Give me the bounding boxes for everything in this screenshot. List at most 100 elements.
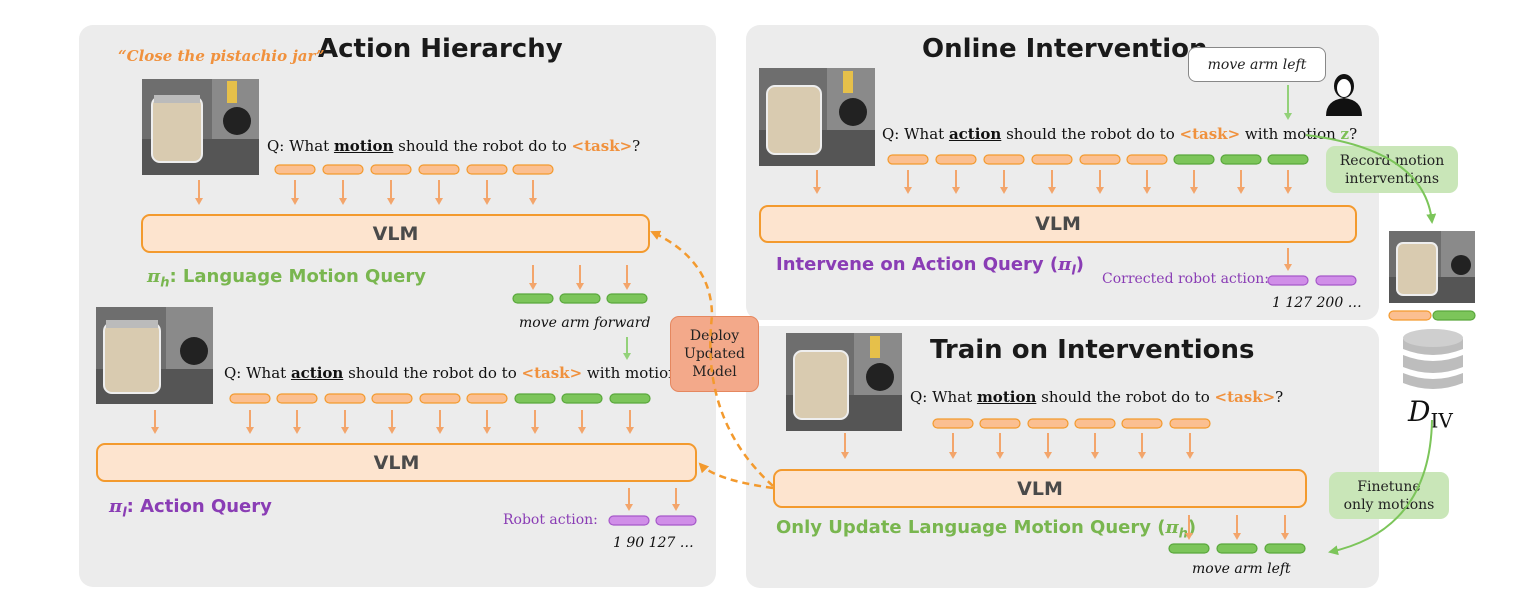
arrowhead-icon [195, 198, 203, 205]
robot-action-label: Robot action: [503, 512, 598, 528]
green-token [1432, 310, 1476, 321]
arrowhead-icon [578, 427, 586, 434]
purple-token [608, 515, 650, 526]
green-token [561, 393, 603, 404]
deploy-arrow-lower [698, 462, 774, 490]
record-curve-arrow [1305, 134, 1437, 224]
green-token [1216, 543, 1258, 554]
motion-output-left: move arm left [1192, 561, 1291, 577]
orange-token [229, 393, 271, 404]
arrowhead-icon [531, 427, 539, 434]
arrowhead-icon [246, 427, 254, 434]
purple-token [1267, 275, 1309, 286]
vlm-box-2: VLM [96, 443, 697, 482]
arrowhead-icon [387, 198, 395, 205]
motion-question-2: Q: What motion should the robot do to <t… [910, 388, 1284, 406]
task-quote: “Close the pistachio jar” [118, 47, 325, 65]
pi-l-label: πl: Action Query [109, 496, 272, 521]
orange-token [371, 393, 413, 404]
green-token [1168, 543, 1210, 554]
arrowhead-icon [813, 187, 821, 194]
orange-token [324, 393, 366, 404]
motion-output-forward: move arm forward [519, 315, 651, 331]
jar-photo [1389, 231, 1475, 303]
action-hierarchy-title: Action Hierarchy [318, 34, 563, 64]
deploy-arrow-upper [650, 230, 774, 487]
orange-token [1074, 418, 1116, 429]
robot-action-values: 1 90 127 … [613, 535, 694, 551]
green-token [606, 293, 648, 304]
green-token [1264, 543, 1306, 554]
jar-photo [142, 79, 259, 175]
vlm-box-4: VLM [773, 469, 1307, 508]
orange-token [466, 393, 508, 404]
arrowhead-icon [1044, 452, 1052, 459]
vlm-box-1: VLM [141, 214, 650, 253]
arrowhead-icon [483, 198, 491, 205]
orange-token [276, 393, 318, 404]
orange-token [370, 164, 412, 175]
train-interventions-title: Train on Interventions [930, 335, 1255, 365]
arrowhead-icon [1138, 452, 1146, 459]
orange-token [1079, 154, 1121, 165]
database-icon [1403, 329, 1463, 389]
corrected-action-label: Corrected robot action: [1102, 271, 1270, 287]
finetune-curve-arrow [1328, 419, 1433, 556]
dataset-label: DIV [1408, 395, 1453, 433]
purple-token [1315, 275, 1357, 286]
arrowhead-icon [1000, 187, 1008, 194]
arrowhead-icon [436, 427, 444, 434]
jar-photo [96, 307, 213, 404]
arrowhead-icon [1048, 187, 1056, 194]
orange-token [1126, 154, 1168, 165]
jar-photo [786, 333, 902, 431]
arrowhead-icon [625, 504, 633, 511]
arrowhead-icon [435, 198, 443, 205]
purple-token [655, 515, 697, 526]
arrowhead-icon [151, 427, 159, 434]
orange-token [1169, 418, 1211, 429]
arrowhead-icon [841, 452, 849, 459]
orange-token [1388, 310, 1432, 321]
green-token [609, 393, 651, 404]
vlm-box-3: VLM [759, 205, 1357, 243]
orange-token [512, 164, 554, 175]
online-intervention-title: Online Intervention [922, 34, 1208, 64]
arrowhead-icon [1186, 452, 1194, 459]
arrowhead-icon [626, 427, 634, 434]
update-motion-label: Only Update Language Motion Query (πh) [776, 517, 1197, 542]
arrowhead-icon [1190, 187, 1198, 194]
pi-h-label: πh: Language Motion Query [147, 266, 426, 291]
orange-token [983, 154, 1025, 165]
green-token [1220, 154, 1262, 165]
arrowhead-icon [1284, 187, 1292, 194]
motion-question-1: Q: What motion should the robot do to <t… [267, 137, 641, 155]
action-question-2: Q: What action should the robot do to <t… [882, 125, 1358, 143]
arrowhead-icon [483, 427, 491, 434]
person-icon [1326, 74, 1362, 116]
corrected-action-values: 1 127 200 … [1272, 295, 1362, 311]
orange-token [979, 418, 1021, 429]
arrowhead-icon [291, 198, 299, 205]
speech-bubble: move arm left [1188, 47, 1326, 82]
arrowhead-icon [623, 353, 631, 360]
arrowhead-icon [529, 283, 537, 290]
green-token [1173, 154, 1215, 165]
arrowhead-icon [1091, 452, 1099, 459]
arrowhead-icon [576, 283, 584, 290]
orange-token [418, 164, 460, 175]
arrowhead-icon [1185, 533, 1193, 540]
arrowhead-icon [529, 198, 537, 205]
orange-token [932, 418, 974, 429]
arrowhead-icon [1284, 113, 1292, 120]
orange-token [1121, 418, 1163, 429]
orange-token [887, 154, 929, 165]
orange-token [1031, 154, 1073, 165]
orange-token [419, 393, 461, 404]
arrowhead-icon [949, 452, 957, 459]
green-token [1267, 154, 1309, 165]
arrowhead-icon [996, 452, 1004, 459]
